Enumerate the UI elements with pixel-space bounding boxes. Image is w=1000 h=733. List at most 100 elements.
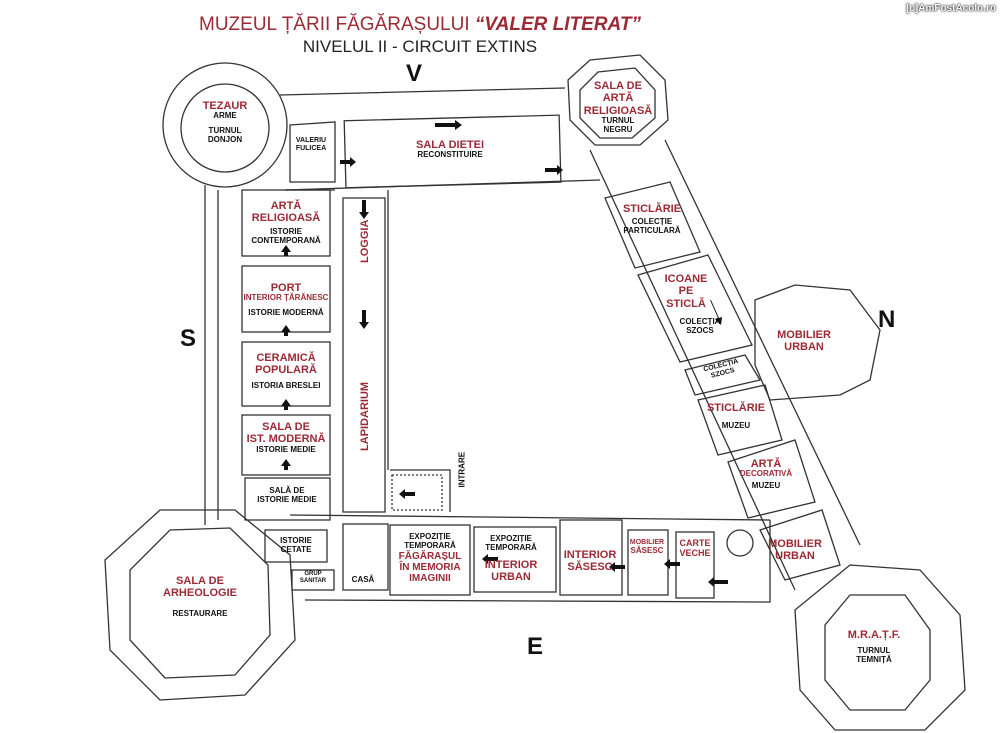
map-title: MUZEUL ȚĂRII FĂGĂRAȘULUI “VALER LITERAT” [0, 14, 840, 36]
room-label-interior-sasesc: INTERIOR SĂSESC [564, 549, 617, 574]
ne-tower [567, 54, 669, 146]
room-subtitle: RECONSTITUIRE [417, 150, 483, 160]
arrow-up-icon [281, 399, 291, 410]
room-subtitle: SALĂ DE [269, 486, 305, 495]
staircase [391, 474, 443, 511]
room-subtitle: EXPOZIȚIE [490, 534, 532, 543]
compass-west: V [406, 60, 423, 87]
room-label-sala-ist-moderna: SALA DE IST. MODERNĂ ISTORIE MEDIE [247, 421, 326, 455]
room-subtitle: ARME [213, 111, 237, 121]
title-highlight: “VALER LITERAT” [474, 14, 641, 35]
room-subtitle: ISTORIE MEDIE [256, 444, 316, 454]
room-subtitle: RESTAURARE [172, 608, 228, 618]
room-label-carte-veche: CARTE VECHE [679, 538, 710, 558]
room-title: TEZAUR [202, 100, 248, 112]
room-subtitle: TURNUL [208, 126, 242, 136]
room-title: STICLĂRIE [706, 402, 766, 414]
compass-north: N [878, 306, 896, 333]
room-title: RELIGIOASĂ [583, 104, 653, 117]
room-title: INTERIOR [563, 549, 617, 561]
ne-tower-inner [579, 67, 656, 139]
room-subtitle: SZOCS [686, 325, 714, 335]
compass-east: E [527, 633, 544, 660]
watermark: [c]AmFostAcolo.ro [906, 3, 996, 14]
arrow-left-icon [399, 489, 415, 499]
se-tower-outer [794, 564, 966, 731]
arrow-left-icon [708, 577, 728, 587]
room-label-arta-decorativa: ARTĂ DECORATIVĂ MUZEU [740, 458, 792, 491]
room-label-sala-arta-religioasa: SALA DE ARTĂ RELIGIOASĂ TURNUL NEGRU [584, 80, 652, 135]
room-label-arheologie: SALA DE ARHEOLOGIE RESTAURARE [163, 575, 237, 619]
room-icoane [637, 254, 753, 363]
room-sala-ist-medie [244, 477, 331, 521]
room-title: URBAN [775, 550, 815, 563]
room-label-tezaur: TEZAUR ARME TURNUL DONJON [203, 100, 248, 145]
room-label-sticlarie-muzeu: STICLĂRIE MUZEU [707, 402, 765, 431]
room-subtitle: SANITAR [299, 577, 327, 584]
sw-tower-outer [104, 509, 296, 701]
room-label-mobilier-urban-n: MOBILIER URBAN [777, 329, 831, 354]
room-title: PORT [270, 282, 302, 294]
se-tower-inner [824, 594, 931, 711]
room-title: STICLĂRIE [622, 203, 682, 215]
room-title: ARTĂ [750, 458, 782, 470]
room-title: ARTĂ [270, 200, 302, 212]
room-subtitle: TURNUL [857, 646, 891, 656]
room-label-port: PORT INTERIOR ȚĂRĂNESC ISTORIE MODERNĂ [244, 282, 329, 318]
room-label-grup-sanitar: GRUP SANITAR [300, 571, 326, 584]
room-casa [342, 523, 389, 591]
room-title: M.R.A.Ț.F. [847, 629, 901, 641]
room-subtitle: ISTORIE [280, 536, 312, 545]
arrow-down-icon [359, 200, 369, 219]
room-title: ARHEOLOGIE [163, 587, 237, 600]
room-title: IST. MODERNĂ [246, 433, 326, 446]
arrow-right-icon [340, 157, 356, 167]
sw-tower-inner [129, 527, 271, 679]
loggia-label: LOGGIA [359, 219, 371, 263]
room-title: SALA DIETEI [415, 139, 485, 151]
intrare-label: INTRARE [457, 451, 467, 488]
room-subtitle: MUZEU [721, 421, 751, 431]
room-title: STICLĂ [666, 297, 706, 310]
room-label-icoane: ICOANE PE STICLĂ [665, 273, 708, 310]
room-subtitle: ISTORIE MODERNĂ [248, 308, 324, 318]
room-subtitle: ISTORIE MEDIE [257, 494, 317, 504]
room-label-mobilier-urban-e: MOBILIER URBAN [768, 538, 822, 563]
room-title: RELIGIOASĂ [251, 212, 321, 225]
room-title: SĂSESC [630, 545, 664, 555]
room-subtitle: NEGRU [603, 124, 633, 134]
room-subtitle: COLECȚIE [631, 217, 673, 227]
room-title: MOBILIER [768, 538, 822, 550]
room-subtitle: TURNUL [601, 115, 635, 125]
room-subtitle: TEMPORARĂ [404, 540, 456, 550]
arrow-up-icon [281, 325, 291, 336]
room-title: URBAN [784, 341, 824, 354]
loggia-corridor [342, 197, 386, 513]
room-subtitle: CETATE [280, 544, 312, 554]
south-wing-walls [289, 514, 771, 603]
room-interior-sasesc [559, 519, 623, 596]
room-sticlarie-muzeu [697, 384, 783, 456]
room-title: INTERIOR ȚĂRĂNESC [243, 293, 329, 303]
room-label-icoane-colectie: COLECȚIA SZOCS [679, 317, 721, 336]
room-title: URBAN [491, 571, 531, 584]
sala-dietei-room [343, 114, 562, 189]
room-sticlarie-part [604, 181, 701, 269]
room-subtitle: COLECȚIA [679, 317, 721, 326]
room-arta-decorativa [727, 439, 816, 519]
room-subtitle: PARTICULARĂ [623, 226, 681, 236]
room-title: ARTĂ [602, 92, 634, 105]
lapidarium-label: LAPIDARIUM [359, 381, 371, 451]
room-subtitle: TEMNIȚĂ [856, 655, 892, 665]
room-title: MOBILIER [629, 539, 665, 546]
room-title: CARTE [679, 538, 711, 548]
room-subtitle: GRUP [304, 571, 322, 577]
room-title: DECORATIVĂ [739, 469, 793, 479]
room-title: ICOANE [664, 273, 708, 285]
room-label-mobilier-sasesc: MOBILIER SĂSESC [630, 539, 664, 556]
room-title: VECHE [679, 548, 711, 559]
courtyard-wall [387, 190, 451, 512]
room-title: PE [678, 285, 694, 298]
room-title: IMAGINII [409, 573, 451, 585]
